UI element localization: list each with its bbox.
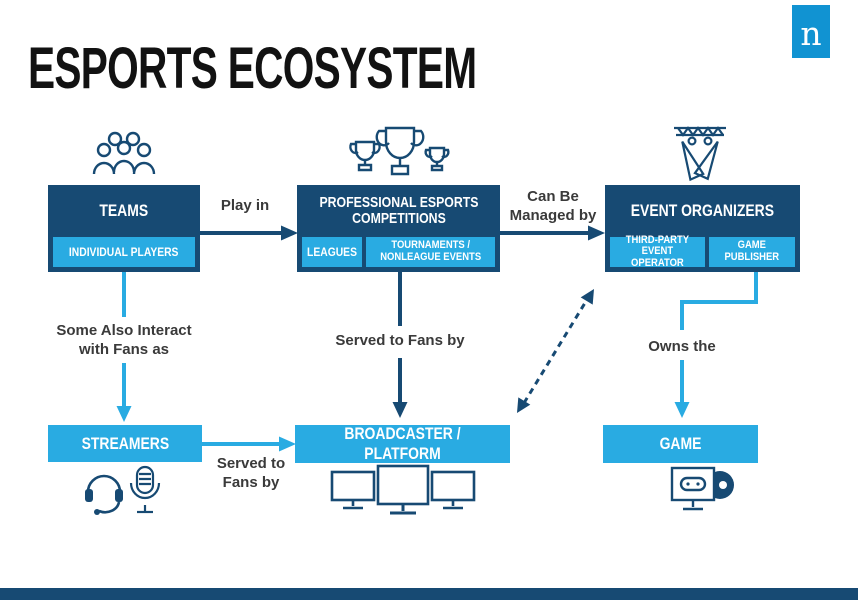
trophies-icon bbox=[349, 126, 450, 176]
managed-by-label: Can Be Managed by bbox=[509, 188, 597, 224]
leagues-subnode: LEAGUES bbox=[302, 237, 362, 267]
node-competitions: PROFESSIONAL ESPORTS COMPETITIONS LEAGUE… bbox=[297, 185, 500, 272]
page-title: ESPORTS ECOSYSTEM bbox=[28, 36, 477, 101]
broadcaster-label: BROADCASTER / PLATFORM bbox=[344, 424, 461, 463]
monitors-icon bbox=[330, 464, 476, 515]
node-teams: TEAMS INDIVIDUAL PLAYERS bbox=[48, 185, 200, 272]
node-organizers: EVENT ORGANIZERS THIRD-PARTY EVENT OPERA… bbox=[605, 185, 800, 272]
arrow-dashed-broadcaster-organizers bbox=[517, 289, 594, 413]
node-streamers: STREAMERS bbox=[48, 425, 202, 462]
tournaments-subnode: TOURNAMENTS / NONLEAGUE EVENTS bbox=[366, 237, 495, 267]
organizers-label: EVENT ORGANIZERS bbox=[630, 200, 775, 220]
event-spotlights-icon bbox=[674, 126, 726, 182]
node-broadcaster: BROADCASTER / PLATFORM bbox=[295, 424, 510, 463]
served-streamers-label: Served to Fans by bbox=[216, 455, 286, 491]
nielsen-logo: n bbox=[792, 5, 830, 58]
served-mid-label: Served to Fans by bbox=[335, 332, 465, 349]
individual-players-subnode: INDIVIDUAL PLAYERS bbox=[53, 237, 195, 267]
interact-label: Some Also Interact with Fans as bbox=[56, 322, 192, 358]
arrow-streamers-broadcaster bbox=[202, 436, 296, 452]
headset-icon bbox=[85, 474, 123, 515]
game-label: GAME bbox=[659, 434, 702, 453]
competitions-label: PROFESSIONAL ESPORTS COMPETITIONS bbox=[318, 193, 479, 227]
teams-label: TEAMS bbox=[99, 200, 149, 220]
nielsen-logo-letter: n bbox=[800, 14, 822, 53]
node-game: GAME bbox=[603, 425, 758, 463]
owns-label: Owns the bbox=[648, 338, 716, 355]
game-publisher-subnode: GAME PUBLISHER bbox=[708, 237, 795, 267]
microphone-icon bbox=[129, 465, 161, 514]
game-console-disc-icon bbox=[670, 466, 734, 511]
streamers-label: STREAMERS bbox=[81, 433, 169, 453]
play-in-label: Play in bbox=[220, 197, 270, 214]
footer-bar bbox=[0, 588, 858, 600]
arrow-play-in bbox=[200, 225, 298, 241]
people-group-icon bbox=[92, 131, 156, 175]
arrow-managed-by bbox=[500, 225, 605, 241]
third-party-operator-subnode: THIRD-PARTY EVENT OPERATOR bbox=[610, 234, 705, 268]
